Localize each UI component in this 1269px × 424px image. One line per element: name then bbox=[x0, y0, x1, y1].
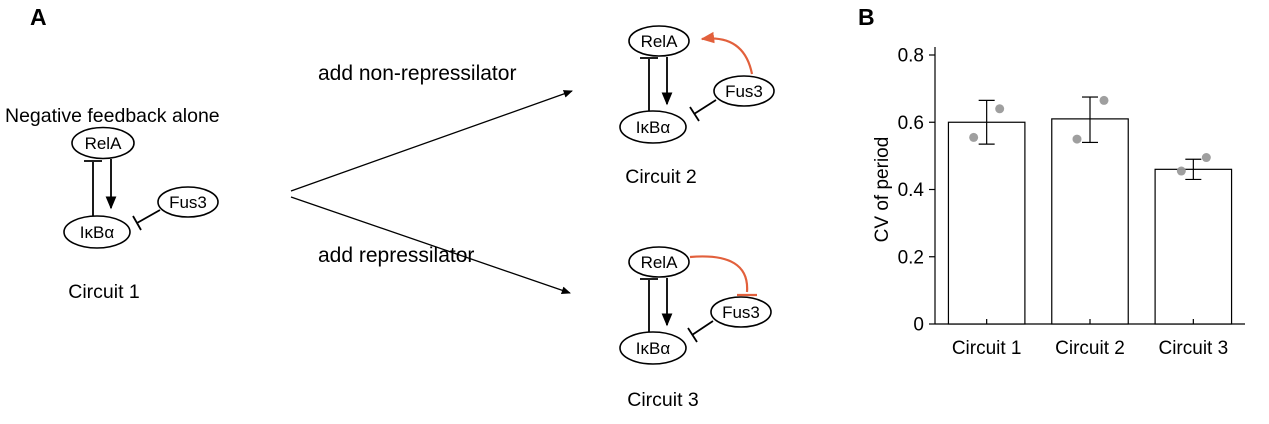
bar-2 bbox=[1051, 118, 1129, 325]
x-category-label: Circuit 3 bbox=[1158, 338, 1228, 359]
bar-1 bbox=[947, 121, 1026, 325]
circuit3-group: RelA IκBα Fus3 Circuit 3 bbox=[619, 246, 772, 411]
fus3-node bbox=[157, 186, 219, 218]
fus3-inhibits-ikba-line bbox=[136, 209, 161, 224]
data-point bbox=[1099, 95, 1109, 105]
y-tick-label: 0.6 bbox=[898, 113, 924, 134]
fus3-label: Fus3 bbox=[725, 82, 763, 101]
inhibition-tbar-icon bbox=[689, 106, 700, 122]
circuit2-group: RelA IκBα Fus3 Circuit 2 bbox=[619, 25, 775, 188]
fus3-node bbox=[710, 296, 772, 328]
panel-a-label: A bbox=[30, 4, 47, 30]
circuit1-group: RelA IκBα Fus3 Circuit 1 bbox=[63, 126, 219, 303]
rela-inhibits-fus3-line bbox=[689, 255, 749, 293]
ikba-node bbox=[63, 215, 131, 249]
y-axis-label: CV of period bbox=[872, 137, 893, 243]
data-point bbox=[995, 104, 1005, 114]
x-category-label: Circuit 1 bbox=[952, 338, 1022, 359]
rela-node bbox=[71, 126, 135, 160]
inhibition-tbar-icon bbox=[687, 327, 698, 343]
rela-node bbox=[628, 246, 690, 278]
bar-3 bbox=[1154, 168, 1233, 325]
rela-label: RelA bbox=[641, 32, 679, 51]
ikba-label: IκBα bbox=[80, 223, 115, 242]
rela-label: RelA bbox=[85, 134, 123, 153]
data-point bbox=[1201, 153, 1211, 163]
ikba-label: IκBα bbox=[636, 118, 671, 137]
y-tick-label: 0.8 bbox=[898, 46, 924, 67]
branch-bottom-label: add repressilator bbox=[318, 244, 474, 267]
ikba-node bbox=[619, 110, 687, 144]
fus3-node bbox=[713, 75, 775, 107]
negative-feedback-caption: Negative feedback alone bbox=[5, 105, 220, 127]
y-tick-label: 0 bbox=[913, 315, 924, 336]
data-point bbox=[1072, 134, 1082, 144]
branch-arrow-top bbox=[290, 90, 573, 192]
x-category-label: Circuit 2 bbox=[1055, 338, 1125, 359]
inhibition-tbar-icon bbox=[132, 215, 142, 231]
branch-arrow-bottom bbox=[290, 196, 571, 294]
y-tick-label: 0.4 bbox=[898, 180, 925, 201]
circuit3-caption: Circuit 3 bbox=[627, 389, 699, 411]
ikba-node bbox=[619, 331, 687, 365]
fus3-activates-rela-arrow bbox=[700, 31, 754, 75]
branch-top-label: add non-repressilator bbox=[318, 62, 516, 85]
fus3-label: Fus3 bbox=[169, 193, 207, 212]
rela-node bbox=[628, 25, 690, 57]
rela-label: RelA bbox=[641, 253, 679, 272]
data-point bbox=[969, 132, 979, 142]
circuit2-caption: Circuit 2 bbox=[625, 166, 697, 188]
fus3-label: Fus3 bbox=[722, 303, 760, 322]
panel-b-label: B bbox=[858, 4, 875, 30]
data-point bbox=[1176, 166, 1186, 176]
fus3-inhibits-ikba-line bbox=[693, 99, 717, 115]
panel-a-diagram: Negative feedback alone RelA IκBα Fus3 C… bbox=[5, 25, 775, 411]
y-tick-label: 0.2 bbox=[898, 247, 924, 268]
fus3-inhibits-ikba-line bbox=[691, 320, 714, 336]
ikba-label: IκBα bbox=[636, 339, 671, 358]
circuit1-caption: Circuit 1 bbox=[68, 281, 140, 303]
